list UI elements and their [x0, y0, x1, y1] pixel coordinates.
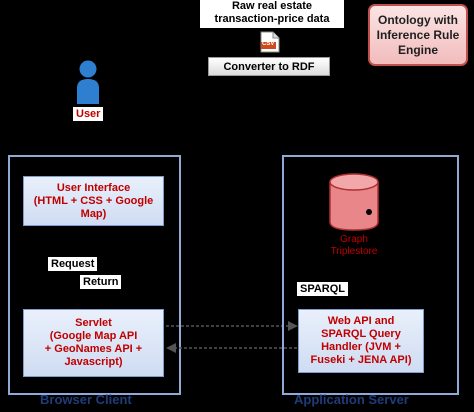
- triplestore-line-2: Triplestore: [330, 246, 378, 257]
- raw-data-line-2: transaction-price data: [214, 13, 330, 25]
- request-label: Request: [48, 257, 98, 271]
- ontology-line-2: Inference Rule: [376, 27, 460, 42]
- converter-label: Converter to RDF: [223, 60, 315, 73]
- handler-line-1: Web API and: [327, 315, 395, 327]
- ui-box-line-1: User Interface: [56, 181, 131, 194]
- csv-file-icon: CSV: [260, 31, 280, 53]
- ontology-line-1: Ontology with: [377, 12, 458, 27]
- csv-icon-text: CSV: [262, 41, 275, 47]
- web-api-handler-box: Web API and SPARQL Query Handler (JVM + …: [298, 309, 424, 373]
- browser-client-caption-text: Browser Client: [40, 392, 132, 407]
- application-server-caption-text: Application Server: [294, 392, 409, 407]
- ui-box-line-2: (HTML + CSS + Google: [33, 194, 154, 207]
- ontology-line-3: Engine: [397, 42, 438, 57]
- browser-client-frame: [8, 155, 181, 395]
- converter-to-rdf-box: Converter to RDF: [208, 57, 330, 76]
- raw-data-line-1: Raw real estate: [231, 0, 313, 12]
- servlet-line-2: (Google Map API: [49, 330, 138, 342]
- sparql-label: SPARQL: [297, 282, 349, 296]
- servlet-line-1: Servlet: [75, 317, 112, 329]
- handler-line-3: Handler (JVM +: [321, 341, 401, 353]
- graph-triplestore-icon: [326, 172, 382, 232]
- ui-box-line-3: Map): [80, 207, 107, 220]
- request-label-text: Request: [51, 258, 95, 270]
- raw-data-label: Raw real estate transaction-price data: [200, 0, 344, 28]
- graph-triplestore-label: Graph Triplestore: [322, 234, 386, 258]
- ontology-box: Ontology with Inference Rule Engine: [368, 4, 468, 66]
- user-label-text: User: [76, 108, 101, 120]
- application-server-frame: [282, 155, 459, 395]
- sparql-label-text: SPARQL: [300, 283, 346, 295]
- user-interface-box: User Interface (HTML + CSS + Google Map): [23, 176, 164, 226]
- return-label-text: Return: [83, 276, 119, 288]
- triplestore-line-1: Graph: [340, 234, 368, 245]
- application-server-caption: Application Server: [294, 392, 409, 407]
- return-label: Return: [80, 275, 122, 289]
- user-label: User: [73, 107, 104, 121]
- servlet-box: Servlet (Google Map API + GeoNames API +…: [23, 309, 164, 377]
- browser-client-caption: Browser Client: [40, 392, 132, 407]
- handler-line-4: Fuseki + JENA API): [310, 354, 412, 366]
- servlet-line-4: Javascript): [64, 356, 123, 368]
- connection-arrows: [164, 318, 300, 358]
- handler-line-2: SPARQL Query: [321, 328, 401, 340]
- user-icon: [74, 60, 102, 104]
- servlet-line-3: + GeoNames API +: [44, 343, 143, 355]
